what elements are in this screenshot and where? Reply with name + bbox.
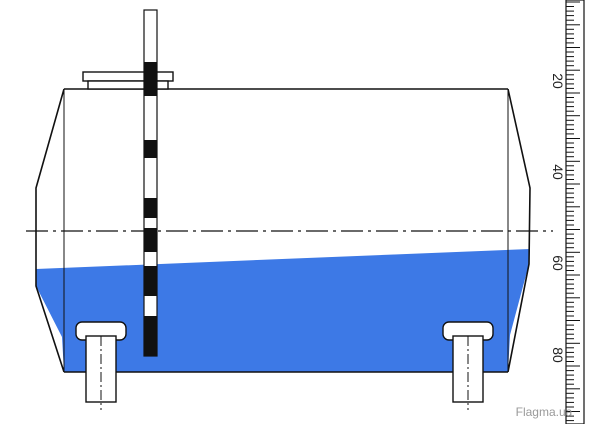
- scale-label-40: 40: [550, 164, 566, 180]
- measuring-scale: 20 40 60 80: [550, 0, 585, 424]
- hatch-flange: [82, 71, 174, 82]
- scale-ticks: [566, 1, 580, 422]
- tank-left-end: [35, 88, 65, 373]
- tank-right-end: [507, 88, 531, 373]
- scale-label-80: 80: [550, 347, 566, 363]
- liquid-body: [36, 249, 530, 372]
- scale-label-60: 60: [550, 255, 566, 271]
- hatch-neck: [87, 80, 169, 90]
- watermark: Flagma.ua: [516, 405, 573, 419]
- left-support-leg: [75, 321, 127, 410]
- dipstick-bands: [144, 62, 157, 356]
- right-support-leg: [442, 321, 494, 410]
- scale-label-20: 20: [550, 73, 566, 89]
- dipstick-rod: [143, 9, 158, 357]
- liquid-fill: [36, 249, 530, 372]
- scale-strip: [565, 0, 585, 424]
- top-hatch: [82, 71, 174, 90]
- dipstick: [143, 9, 158, 357]
